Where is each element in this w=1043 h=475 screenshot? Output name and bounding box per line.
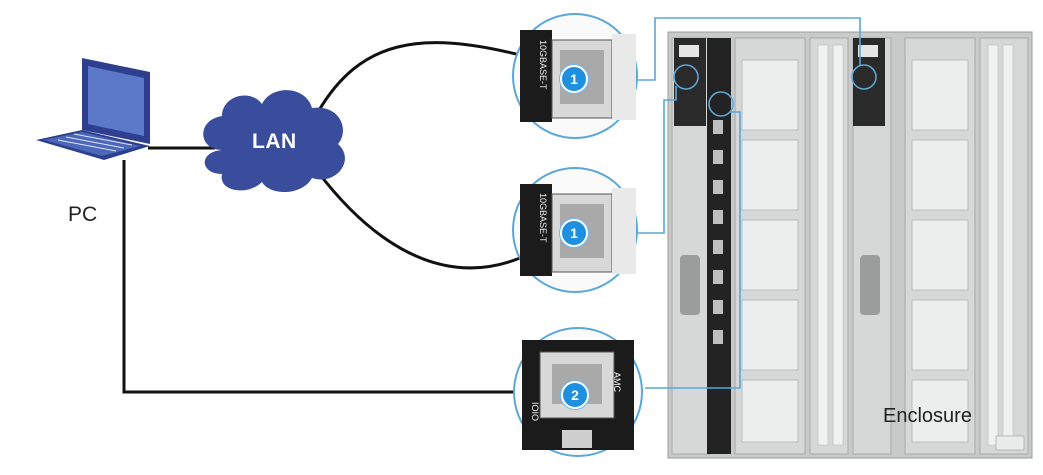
enclosure-label: Enclosure [883,405,972,427]
lan-label: LAN [252,130,297,153]
pc-label: PC [68,203,98,226]
callout-badge-1-top: 1 [560,65,588,93]
laptop-icon [36,58,150,160]
port-label-amc: AMC [612,372,622,392]
callout-lines [638,17,861,389]
port-label-10gbase-t-top: 10GBASE-T [538,40,548,90]
cables [122,41,521,394]
callout-badge-1-middle: 1 [560,219,588,247]
callout-badge-2: 2 [561,381,589,409]
port-label-ioio: IOIO [530,402,540,422]
enclosure-chassis [667,31,1033,459]
port-highlights [673,64,877,117]
cloud-icon [203,90,345,193]
port-label-10gbase-t-middle: 10GBASE-T [538,193,548,243]
